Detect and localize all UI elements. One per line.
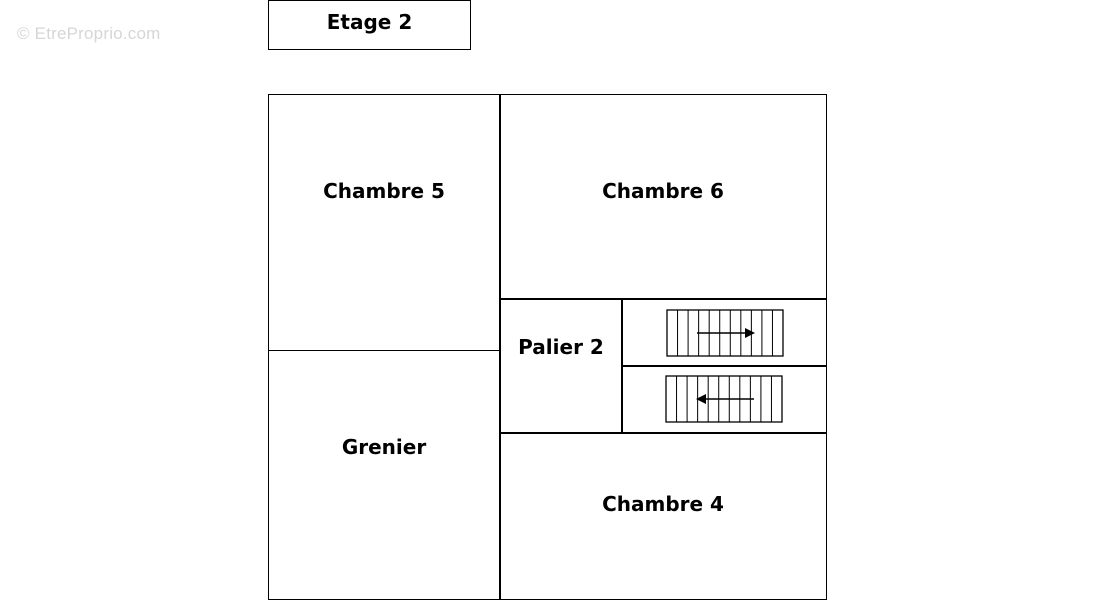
stair-cell-upper (621, 298, 827, 367)
room-chambre-5 (268, 94, 501, 351)
room-palier-2 (499, 298, 623, 434)
staircase-upper (666, 309, 784, 357)
label-chambre-5: Chambre 5 (323, 179, 445, 203)
stair-cell-lower (621, 365, 827, 434)
label-chambre-6: Chambre 6 (602, 179, 724, 203)
room-grenier (268, 350, 501, 600)
arrow-left-icon (696, 394, 706, 404)
watermark: © EtreProprio.com (17, 24, 161, 43)
arrow-right-icon (745, 328, 755, 338)
stair-outline (665, 375, 783, 423)
label-palier-2: Palier 2 (518, 335, 604, 359)
level-title-box: Etage 2 (268, 0, 471, 50)
stair-outline (666, 309, 784, 357)
label-grenier: Grenier (341, 435, 427, 459)
room-chambre-4 (499, 432, 827, 600)
staircase-lower (665, 375, 783, 423)
room-chambre-6 (499, 94, 827, 300)
label-chambre-4: Chambre 4 (602, 492, 724, 516)
level-title: Etage 2 (326, 10, 413, 34)
